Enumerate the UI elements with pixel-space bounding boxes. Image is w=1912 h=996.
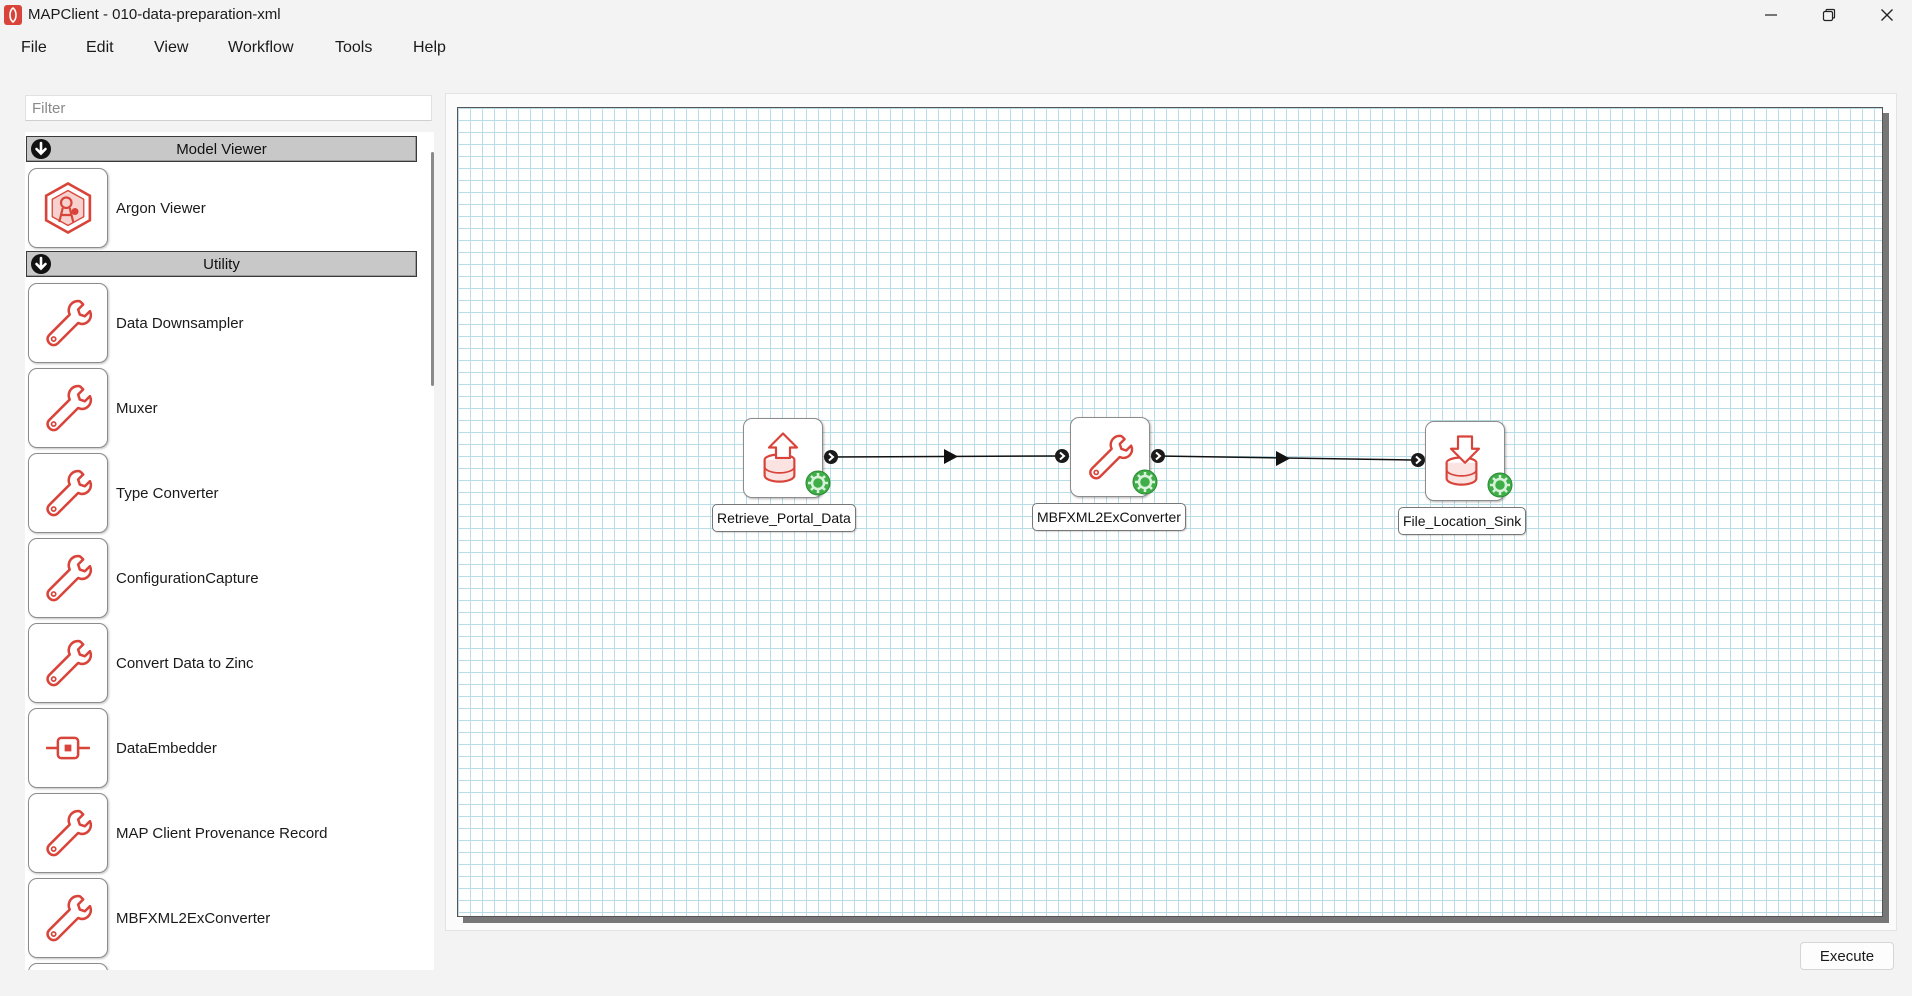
step-item-configuration-capture[interactable]: ConfigurationCapture: [28, 538, 418, 620]
configured-status-icon: [805, 470, 831, 496]
step-item-muxer[interactable]: Muxer: [28, 368, 418, 450]
step-tile: [28, 623, 108, 703]
step-item-data-downsampler[interactable]: Data Downsampler: [28, 283, 418, 365]
connection-1-2[interactable]: [830, 449, 1057, 464]
step-tile: [28, 963, 108, 970]
menu-edit[interactable]: Edit: [86, 39, 114, 56]
close-button[interactable]: [1858, 0, 1912, 30]
filter-input[interactable]: [25, 95, 432, 121]
step-label: Type Converter: [116, 485, 219, 502]
wrench-icon: [41, 891, 95, 945]
database-download-icon: [1437, 433, 1493, 489]
wrench-icon: [1084, 431, 1136, 483]
step-label: MAP Client Provenance Record: [116, 825, 328, 842]
window-title: MAPClient - 010-data-preparation-xml: [28, 6, 281, 23]
wrench-icon: [41, 466, 95, 520]
database-upload-icon: [755, 430, 811, 486]
step-label: Data Downsampler: [116, 315, 244, 332]
configured-status-icon: [1487, 472, 1513, 498]
step-label: MBFXML2ExConverter: [116, 910, 271, 927]
output-port-icon[interactable]: [1150, 448, 1166, 464]
step-tile: [28, 453, 108, 533]
menu-workflow[interactable]: Workflow: [228, 39, 294, 56]
menu-bar: File Edit View Workflow Tools Help: [0, 36, 600, 62]
category-header-model-viewer[interactable]: Model Viewer: [26, 136, 417, 162]
title-bar: MAPClient - 010-data-preparation-xml: [0, 0, 1912, 30]
step-panel-scrollbar[interactable]: [431, 152, 434, 386]
category-label: Model Viewer: [176, 141, 267, 158]
argon-viewer-icon: [40, 180, 96, 236]
step-item-convert-data-to-zinc[interactable]: Convert Data to Zinc: [28, 623, 418, 705]
step-label: Muxer: [116, 400, 158, 417]
step-item-partial[interactable]: [28, 963, 418, 970]
wrench-icon: [41, 806, 95, 860]
wrench-icon: [41, 636, 95, 690]
step-tile: [28, 168, 108, 248]
connection-2-3[interactable]: [1157, 451, 1413, 466]
step-tile: [28, 878, 108, 958]
input-port-icon[interactable]: [1054, 448, 1070, 464]
menu-help[interactable]: Help: [413, 39, 446, 56]
step-item-mbfxml2exconverter[interactable]: MBFXML2ExConverter: [28, 878, 418, 960]
menu-tools[interactable]: Tools: [335, 39, 373, 56]
step-label: DataEmbedder: [116, 740, 217, 757]
step-tile: [28, 708, 108, 788]
output-port-icon[interactable]: [823, 449, 839, 465]
step-item-argon-viewer[interactable]: Argon Viewer: [28, 168, 418, 250]
input-port-icon[interactable]: [1410, 452, 1426, 468]
category-label: Utility: [203, 256, 240, 273]
restore-button[interactable]: [1800, 0, 1858, 30]
wrench-icon: [41, 551, 95, 605]
minimize-button[interactable]: [1742, 0, 1800, 30]
category-header-utility[interactable]: Utility: [26, 251, 417, 277]
step-label: Convert Data to Zinc: [116, 655, 254, 672]
wrench-icon: [41, 381, 95, 435]
workflow-canvas[interactable]: Retrieve_Portal_Data MBFXML2ExConverter …: [457, 107, 1883, 917]
menu-view[interactable]: View: [154, 39, 189, 56]
menu-file[interactable]: File: [21, 39, 47, 56]
configured-status-icon: [1132, 469, 1158, 495]
step-tile: [28, 283, 108, 363]
step-item-type-converter[interactable]: Type Converter: [28, 453, 418, 535]
step-tile: [28, 793, 108, 873]
connections-layer: [830, 449, 1413, 466]
workflow-node-label: Retrieve_Portal_Data: [712, 504, 856, 532]
step-label: ConfigurationCapture: [116, 570, 259, 587]
minimize-icon: [1765, 14, 1777, 16]
restore-icon: [1822, 8, 1836, 22]
embedder-icon: [41, 721, 95, 775]
close-icon: [1881, 9, 1893, 21]
step-tile: [28, 368, 108, 448]
execute-button[interactable]: Execute: [1800, 942, 1894, 970]
workflow-node-label: MBFXML2ExConverter: [1032, 503, 1186, 531]
step-library-panel: Model Viewer Argon Viewer Utility Data D…: [25, 132, 434, 970]
step-tile: [28, 538, 108, 618]
wrench-icon: [41, 296, 95, 350]
step-item-data-embedder[interactable]: DataEmbedder: [28, 708, 418, 790]
workflow-node-label: File_Location_Sink: [1398, 507, 1527, 535]
step-label: Argon Viewer: [116, 200, 206, 217]
step-item-provenance-record[interactable]: MAP Client Provenance Record: [28, 793, 418, 875]
mapclient-logo-icon: [4, 5, 22, 25]
